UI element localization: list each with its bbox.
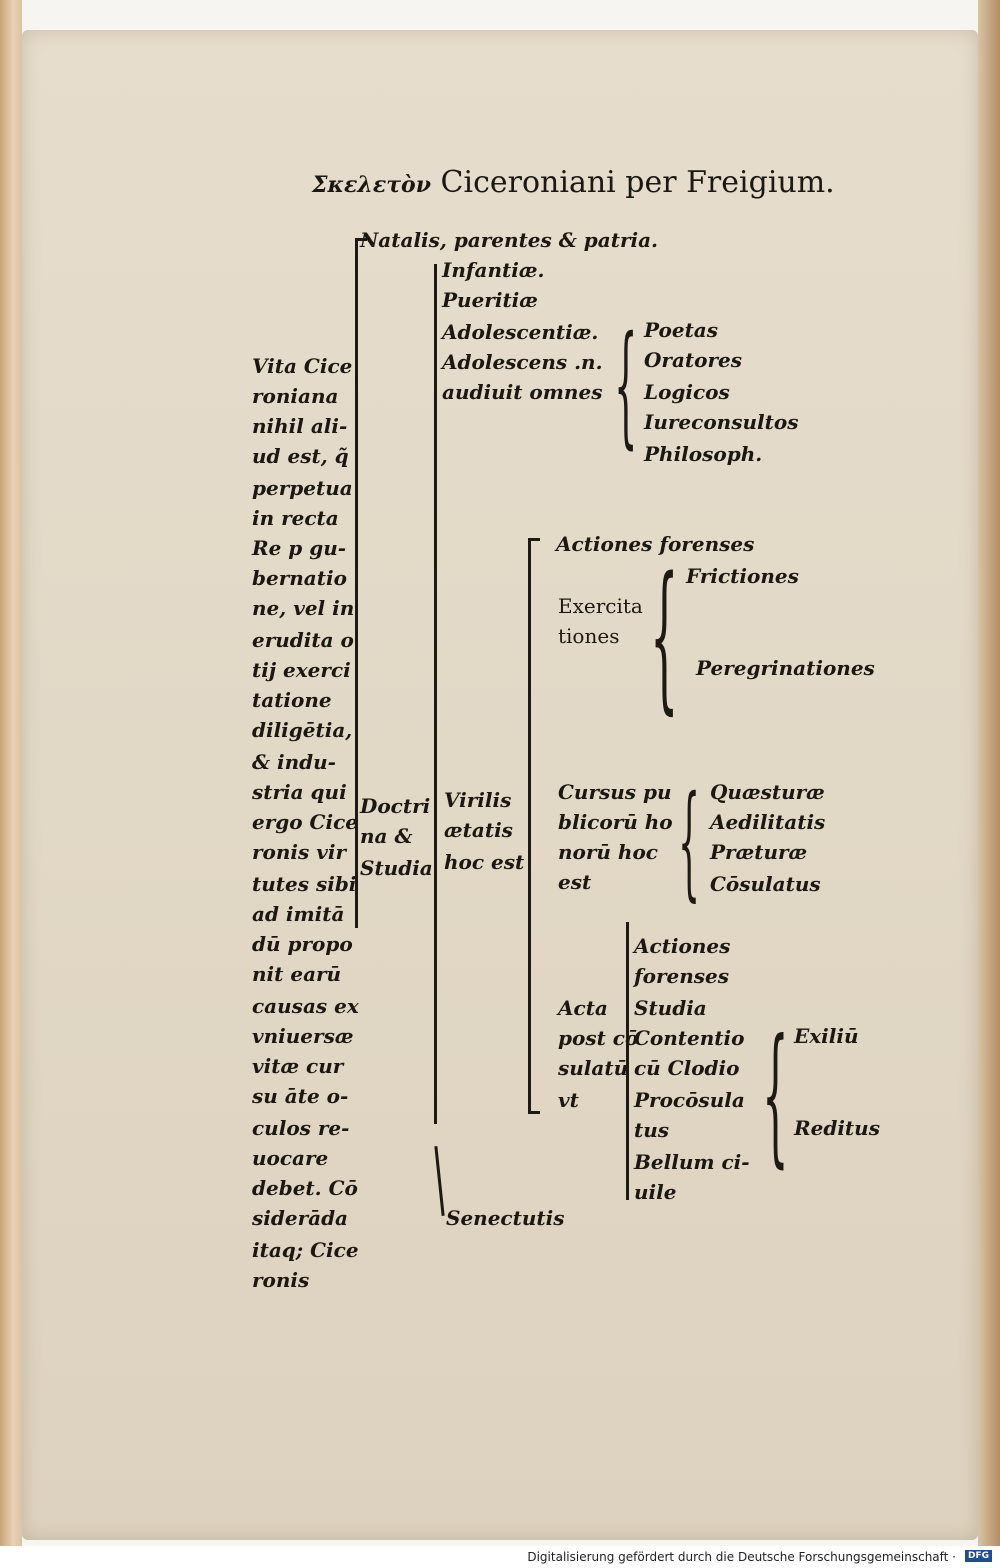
teachers-brace: { bbox=[614, 308, 638, 462]
vita-line: bernatio bbox=[252, 566, 347, 590]
exilium-item: Exiliū bbox=[794, 1024, 859, 1048]
main-bracket-top bbox=[355, 238, 367, 241]
age-item: Adolescens .n. bbox=[442, 350, 603, 374]
virilis-line: Virilis bbox=[444, 788, 512, 812]
honor-item: Quæsturæ bbox=[710, 780, 825, 804]
honor-item: Aedilitatis bbox=[710, 810, 826, 834]
acta-item: forenses bbox=[634, 964, 729, 988]
vita-line: tatione bbox=[252, 688, 332, 712]
footer-text: Digitalisierung gefördert durch die Deut… bbox=[527, 1550, 956, 1564]
virilis-line: hoc est bbox=[444, 850, 525, 874]
honores-brace: { bbox=[678, 770, 701, 914]
natalis-text: Natalis, parentes & patria. bbox=[360, 228, 659, 252]
virilis-bracket-line bbox=[528, 538, 531, 1114]
acta-item: cū Clodio bbox=[634, 1056, 740, 1080]
main-bracket-line bbox=[355, 238, 358, 928]
acta-item: Studia bbox=[634, 996, 707, 1020]
dfg-logo: DFG bbox=[964, 1550, 992, 1562]
exercitatio-item: Frictiones bbox=[686, 564, 799, 588]
vita-line: su āte o- bbox=[252, 1084, 349, 1108]
doctrina-line: na & bbox=[360, 824, 413, 848]
book-page: Σκελετὸν Ciceroniani per Freigium. Vita … bbox=[22, 30, 978, 1540]
acta-line: post cō bbox=[558, 1026, 639, 1050]
vita-line: Vita Cice bbox=[252, 354, 353, 378]
cursus-line: est bbox=[558, 870, 592, 894]
vita-line: roniana bbox=[252, 384, 339, 408]
honor-item: Præturæ bbox=[710, 840, 808, 864]
exercitationes-line: Exercita bbox=[558, 594, 643, 618]
vita-line: uocare bbox=[252, 1146, 329, 1170]
vita-line: tutes sibi bbox=[252, 872, 357, 896]
age-item: Pueritiæ bbox=[442, 288, 538, 312]
page-header: Σκελετὸν Ciceroniani per Freigium. bbox=[312, 166, 835, 202]
vita-line: ronis vir bbox=[252, 840, 346, 864]
age-item: audiuit omnes bbox=[442, 380, 603, 404]
acta-item: Procōsula bbox=[634, 1088, 745, 1112]
acta-line: vt bbox=[558, 1088, 579, 1112]
doctrina-line: Doctri bbox=[360, 794, 431, 818]
ages-bracket-line bbox=[434, 264, 437, 1124]
vita-line: erudita o bbox=[252, 628, 354, 652]
acta-item: Contentio bbox=[634, 1026, 745, 1050]
age-item: Infantiæ. bbox=[442, 258, 545, 282]
senectus-stroke bbox=[434, 1146, 445, 1216]
acta-item: uile bbox=[634, 1180, 677, 1204]
vita-line: vniuersæ bbox=[252, 1024, 354, 1048]
vita-line: stria qui bbox=[252, 780, 347, 804]
teacher-item: Logicos bbox=[644, 380, 730, 404]
vita-line: in recta bbox=[252, 506, 339, 530]
exercitationes-brace: { bbox=[650, 542, 679, 729]
book-edge bbox=[0, 0, 22, 1568]
acta-bracket-line bbox=[626, 922, 629, 1200]
acta-item: Bellum ci- bbox=[634, 1150, 750, 1174]
digitization-footer: Digitalisierung gefördert durch die Deut… bbox=[0, 1546, 1000, 1568]
acta-line: sulatū bbox=[558, 1056, 629, 1080]
age-item: Adolescentiæ. bbox=[442, 320, 599, 344]
honor-item: Cōsulatus bbox=[710, 872, 821, 896]
vita-line: siderāda bbox=[252, 1206, 349, 1230]
vita-line: causas ex bbox=[252, 994, 359, 1018]
acta-item: Actiones bbox=[634, 934, 731, 958]
teacher-item: Philosoph. bbox=[644, 442, 763, 466]
vita-line: nihil ali- bbox=[252, 414, 348, 438]
header-greek: Σκελετὸν bbox=[312, 172, 431, 198]
exercitationes-line: tiones bbox=[558, 624, 620, 648]
exilium-brace: { bbox=[762, 1008, 789, 1182]
acta-line: Acta bbox=[558, 996, 608, 1020]
vita-line: ronis bbox=[252, 1268, 310, 1292]
cursus-line: norū hoc bbox=[558, 840, 658, 864]
exercitatio-item: Peregrinationes bbox=[696, 656, 875, 680]
vita-line: nit earū bbox=[252, 962, 342, 986]
vita-line: perpetua bbox=[252, 476, 353, 500]
cursus-line: Cursus pu bbox=[558, 780, 672, 804]
vita-line: culos re- bbox=[252, 1116, 350, 1140]
teacher-item: Oratores bbox=[644, 348, 743, 372]
acta-item: tus bbox=[634, 1118, 670, 1142]
header-title: Ciceroniani per Freigium. bbox=[440, 165, 835, 200]
vita-line: ne, vel in bbox=[252, 596, 355, 620]
teacher-item: Poetas bbox=[644, 318, 719, 342]
vita-line: vitæ cur bbox=[252, 1054, 344, 1078]
vita-line: debet. Cō bbox=[252, 1176, 358, 1200]
doctrina-line: Studia bbox=[360, 856, 433, 880]
virilis-line: ætatis bbox=[444, 818, 513, 842]
vita-line: tij exerci bbox=[252, 658, 351, 682]
vita-line: ergo Cice bbox=[252, 810, 358, 834]
actiones-forenses: Actiones forenses bbox=[556, 532, 755, 556]
vita-line: & indu- bbox=[252, 750, 336, 774]
vita-line: itaq; Cice bbox=[252, 1238, 359, 1262]
vita-line: ad imitā bbox=[252, 902, 345, 926]
vita-line: Re p gu- bbox=[252, 536, 347, 560]
vita-line: diligētia, bbox=[252, 718, 353, 742]
vita-line: ud est, q̃ bbox=[252, 444, 349, 468]
vita-line: dū propo bbox=[252, 932, 353, 956]
teacher-item: Iureconsultos bbox=[644, 410, 799, 434]
cursus-line: blicorū ho bbox=[558, 810, 673, 834]
virilis-bracket-bottom bbox=[528, 1111, 540, 1114]
cover-strip bbox=[978, 0, 1000, 1548]
exilium-item: Reditus bbox=[794, 1116, 880, 1140]
virilis-bracket-top bbox=[528, 538, 540, 541]
senectutis-text: Senectutis bbox=[446, 1206, 565, 1230]
